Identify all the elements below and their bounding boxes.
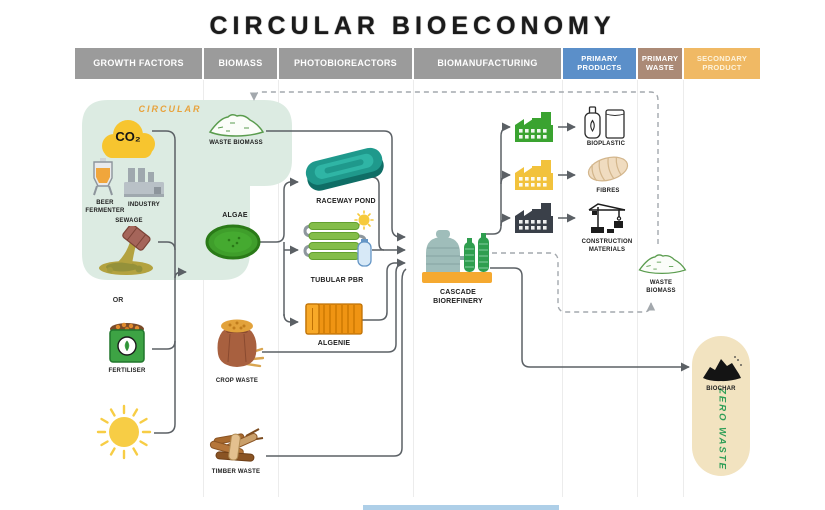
crop-waste-icon <box>217 319 264 368</box>
column-separator <box>278 80 279 497</box>
algae-label: ALGAE <box>222 212 248 219</box>
or-label: OR <box>112 297 124 304</box>
column-separator <box>683 80 684 497</box>
tubular-pbr-label: TUBULAR PBR <box>310 277 364 284</box>
fibres-factory-icon <box>515 160 553 190</box>
bioplastic-factory-icon <box>515 112 553 142</box>
bottom-edge-strip <box>363 505 559 510</box>
waste-biomass-out-label: WASTE BIOMASS <box>646 280 676 294</box>
beer-fermenter-icon <box>93 158 113 196</box>
crop-waste-label: CROP WASTE <box>215 378 259 384</box>
fertiliser-label: FERTILISER <box>108 368 146 374</box>
bioplastic-icon <box>584 106 625 139</box>
column-header-secondary-product: SECONDARY PRODUCT <box>684 48 760 79</box>
algae-icon <box>205 224 261 260</box>
biochar-icon <box>703 356 742 382</box>
cascade-biorefinery-icon <box>422 230 492 283</box>
column-header-photobioreactors: PHOTOBIOREACTORS <box>279 48 412 79</box>
timber-waste-label: TIMBER WASTE <box>211 469 261 475</box>
raceway-pond-label: RACEWAY POND <box>316 198 376 205</box>
construction-materials-icon <box>588 203 626 233</box>
column-header-primary-waste: PRIMARY WASTE <box>638 48 682 79</box>
waste-biomass-in-label: WASTE BIOMASS <box>209 140 263 146</box>
co2-cloud-icon <box>102 120 155 158</box>
fibres-icon <box>587 156 629 182</box>
column-separator <box>413 80 414 497</box>
zero-waste-label: ZERO WASTE <box>716 388 728 471</box>
column-separator <box>562 80 563 497</box>
page-title: CIRCULAR BIOECONOMY <box>209 12 616 40</box>
sewage-icon <box>99 226 153 275</box>
co2-label: CO₂ <box>115 129 141 144</box>
beer-fermenter-label: BEER FERMENTER <box>85 200 125 214</box>
column-header-biomass: BIOMASS <box>204 48 277 79</box>
algenie-label: ALGENIE <box>317 340 351 347</box>
sun-icon <box>96 404 152 460</box>
waste-biomass-out-icon <box>638 254 687 275</box>
industry-label: INDUSTRY <box>127 202 161 208</box>
cascade-biorefinery-label: CASCADE BIOREFINERY <box>433 289 483 306</box>
algenie-icon <box>305 303 363 335</box>
column-header-biomanufacturing: BIOMANUFACTURING <box>414 48 561 79</box>
tubular-pbr-icon <box>303 210 374 267</box>
raceway-pond-icon <box>305 147 384 191</box>
sewage-label: SEWAGE <box>115 218 143 224</box>
fertiliser-icon <box>109 322 145 363</box>
column-separator <box>203 80 204 497</box>
circular-region-label: CIRCULAR <box>138 104 202 114</box>
fibres-label: FIBRES <box>596 188 620 194</box>
biochar-label: BIOCHAR <box>706 386 736 392</box>
column-header-primary-products: PRIMARY PRODUCTS <box>563 48 636 79</box>
construction-factory-icon <box>515 203 553 233</box>
timber-waste-icon <box>209 428 264 462</box>
column-header-growth-factors: GROWTH FACTORS <box>75 48 202 79</box>
waste-biomass-icon <box>208 113 265 137</box>
bioplastic-label: BIOPLASTIC <box>586 141 626 147</box>
column-separator <box>637 80 638 497</box>
industry-icon <box>124 168 164 197</box>
construction-materials-label: CONSTRUCTION MATERIALS <box>581 239 633 253</box>
